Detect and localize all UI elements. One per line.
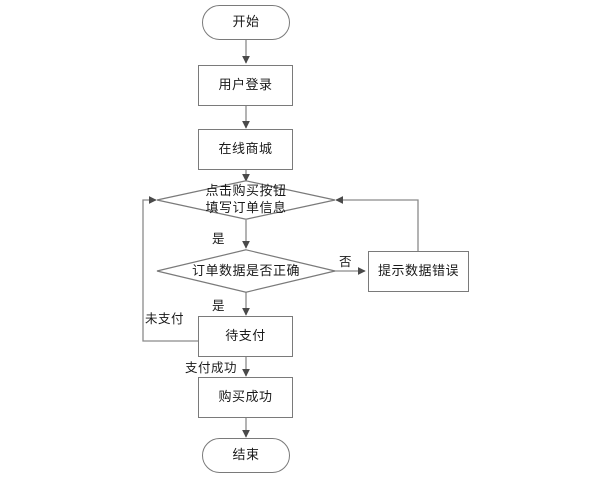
node-click-buy-label: 点击购买按钮: [205, 184, 287, 199]
node-click-buy-fill-order: 点击购买按钮 填写订单信息: [156, 180, 336, 220]
edge-label-buy-yes: 是: [212, 231, 226, 246]
edge-label-payment-success: 支付成功: [185, 360, 238, 375]
decision-diamond-shape: [156, 180, 336, 220]
node-pending-payment: 待支付: [198, 316, 293, 357]
edge-pending-buy: [142, 196, 198, 342]
node-end-label: 结束: [232, 448, 260, 463]
node-start: 开始: [202, 5, 290, 40]
node-user-login: 用户登录: [198, 65, 293, 106]
node-end: 结束: [202, 438, 290, 473]
node-pending-payment-label: 待支付: [225, 329, 266, 344]
node-fill-order-label: 填写订单信息: [205, 201, 287, 216]
node-online-mall-label: 在线商城: [218, 142, 273, 157]
edge-label-check-no: 否: [339, 254, 353, 269]
node-online-mall: 在线商城: [198, 129, 293, 170]
node-click-buy-fill-order-label: 点击购买按钮 填写订单信息: [205, 183, 286, 217]
node-show-data-error-label: 提示数据错误: [377, 264, 459, 279]
decision-diamond-shape: [156, 249, 336, 293]
node-purchase-success: 购买成功: [198, 377, 293, 418]
node-user-login-label: 用户登录: [218, 78, 273, 93]
node-order-data-correct: 订单数据是否正确: [156, 249, 336, 293]
node-show-data-error: 提示数据错误: [368, 251, 469, 292]
node-start-label: 开始: [232, 15, 260, 30]
node-purchase-success-label: 购买成功: [218, 390, 273, 405]
node-order-data-correct-label: 订单数据是否正确: [191, 263, 300, 279]
edge-label-check-yes: 是: [212, 298, 226, 313]
edge-error-buy: [335, 196, 419, 252]
edge-label-unpaid: 未支付: [145, 311, 185, 326]
